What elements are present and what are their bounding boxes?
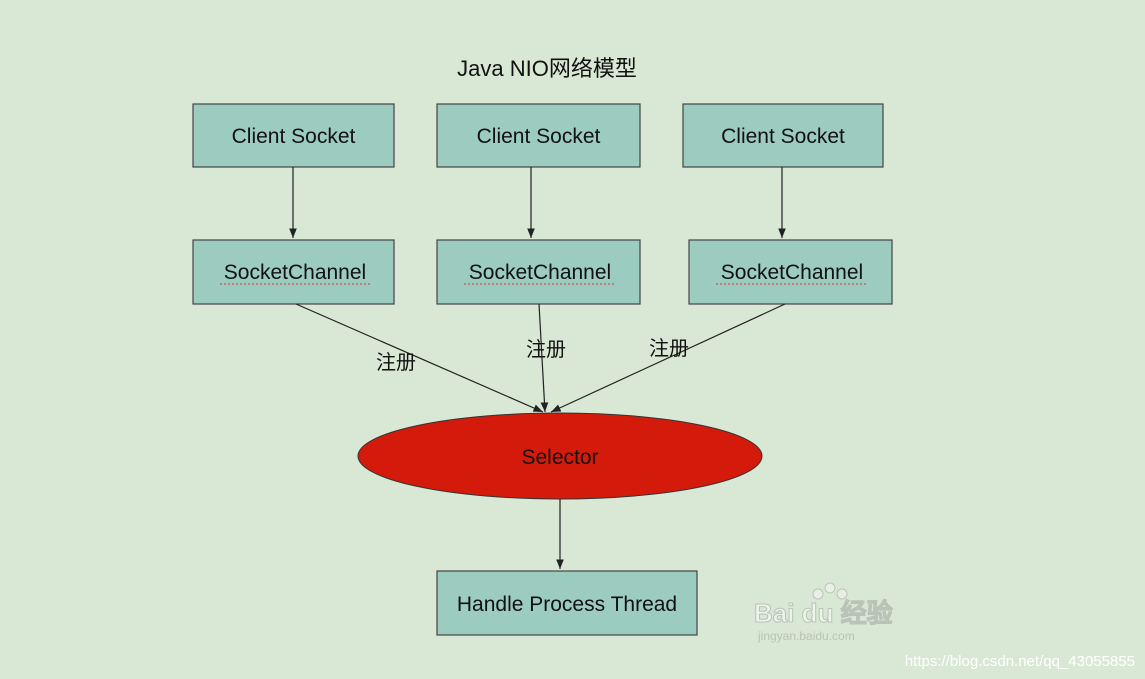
handler-label: Handle Process Thread [457, 593, 677, 616]
source-credit: https://blog.csdn.net/qq_43055855 [905, 653, 1135, 670]
selector-label: Selector [521, 446, 598, 469]
client-socket-box-1: Client Socket [192, 103, 395, 168]
diagram-title: Java NIO网络模型 [457, 56, 637, 81]
arrow-channel-to-selector-1 [295, 303, 544, 413]
socket-channel-box-1: SocketChannel [192, 239, 395, 305]
socket-channel-label: SocketChannel [224, 261, 366, 284]
socket-channel-label: SocketChannel [469, 261, 611, 284]
selector-node: Selector [357, 412, 763, 500]
baidu-watermark: Bai du 经验 jingyan.baidu.com [754, 582, 893, 643]
client-socket-box-3: Client Socket [682, 103, 884, 168]
client-socket-label: Client Socket [477, 125, 601, 148]
watermark-logo: Bai du 经验 [754, 598, 893, 628]
watermark-url: jingyan.baidu.com [757, 629, 855, 643]
client-socket-label: Client Socket [232, 125, 356, 148]
arrow-channel-to-selector-2 [538, 303, 549, 413]
edge-label-register-3: 注册 [649, 336, 689, 360]
edge-label-register-2: 注册 [526, 337, 566, 361]
handler-box: Handle Process Thread [436, 570, 698, 636]
client-socket-label: Client Socket [721, 125, 845, 148]
socket-channel-box-3: SocketChannel [688, 239, 893, 305]
socket-channel-box-2: SocketChannel [436, 239, 641, 305]
socket-channel-label: SocketChannel [721, 261, 863, 284]
client-socket-box-2: Client Socket [436, 103, 641, 168]
edge-label-register-1: 注册 [376, 350, 416, 374]
arrow-channel-to-selector-3 [550, 303, 786, 413]
